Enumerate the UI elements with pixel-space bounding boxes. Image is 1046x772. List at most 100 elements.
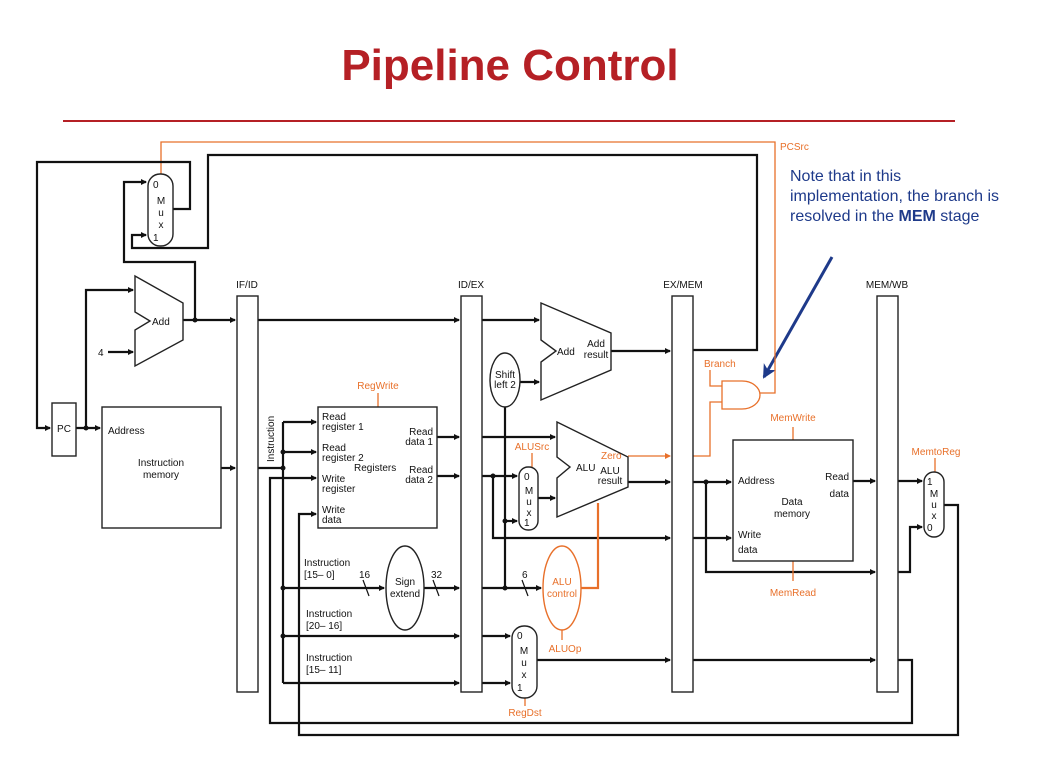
svg-text:[15– 0]: [15– 0] <box>304 570 335 581</box>
sign-extend-label: Sign <box>395 577 415 588</box>
alu-control-label: ALU <box>552 577 571 588</box>
svg-text:Write: Write <box>322 474 346 485</box>
svg-text:memory: memory <box>774 509 810 520</box>
svg-text:register 2: register 2 <box>322 453 364 464</box>
svg-text:register 1: register 1 <box>322 422 364 433</box>
constant-four: 4 <box>98 348 104 359</box>
pc-label: PC <box>57 424 71 435</box>
svg-text:0: 0 <box>524 472 530 483</box>
svg-text:16: 16 <box>359 570 371 581</box>
svg-text:M: M <box>930 489 938 500</box>
svg-text:data: data <box>738 545 758 556</box>
imem-label: memory <box>143 470 179 481</box>
id-ex-label: ID/EX <box>458 280 484 291</box>
svg-text:[20– 16]: [20– 16] <box>306 621 342 632</box>
shift-left-2 <box>489 352 521 408</box>
note-line: implementation, the branch is <box>790 188 999 205</box>
pc-mux: 0 M u x 1 <box>147 173 174 247</box>
regdst-mux: 0 M u x 1 <box>511 625 538 699</box>
alu-control-label: control <box>547 589 577 600</box>
data-memory <box>732 439 854 562</box>
svg-text:x: x <box>932 511 937 522</box>
ex-mem-label: EX/MEM <box>663 280 702 291</box>
svg-text:register: register <box>322 484 356 495</box>
memwrite-label: MemWrite <box>770 413 816 424</box>
svg-text:u: u <box>526 497 532 508</box>
svg-text:0: 0 <box>517 631 523 642</box>
regwrite-label: RegWrite <box>357 381 399 392</box>
pc-adder <box>134 274 184 368</box>
annotation-note: Note that in this implementation, the br… <box>790 168 999 225</box>
svg-text:Read: Read <box>409 427 433 438</box>
svg-text:x: x <box>159 220 164 231</box>
pc-adder-label: Add <box>152 317 170 328</box>
branch-and-gate <box>721 380 761 410</box>
memread-label: MemRead <box>770 588 816 599</box>
alu-label: ALU <box>576 463 595 474</box>
svg-text:0: 0 <box>153 180 159 191</box>
svg-text:Instruction: Instruction <box>304 558 350 569</box>
alu-result-label: result <box>598 476 623 487</box>
svg-text:0: 0 <box>927 523 933 534</box>
shift-label: left 2 <box>494 380 516 391</box>
alusrc-mux: 0 M u x 1 <box>518 466 539 531</box>
svg-text:M: M <box>157 196 165 207</box>
if-id-register <box>236 295 259 693</box>
svg-text:1: 1 <box>927 477 933 488</box>
svg-text:x: x <box>527 508 532 519</box>
branch-adder-label: Add <box>557 347 575 358</box>
svg-text:Write: Write <box>738 530 762 541</box>
instruction-field-labels: Instruction[15– 0] Instruction[20– 16] I… <box>304 558 528 676</box>
svg-text:x: x <box>522 670 527 681</box>
svg-text:1: 1 <box>524 518 530 529</box>
sign-extend-label: extend <box>390 589 420 600</box>
svg-text:Data: Data <box>781 497 803 508</box>
if-id-label: IF/ID <box>236 280 258 291</box>
svg-text:u: u <box>158 208 164 219</box>
aluop-label: ALUOp <box>549 644 582 655</box>
pc-register <box>51 402 77 457</box>
svg-text:Address: Address <box>738 476 775 487</box>
add-result-label: result <box>584 350 609 361</box>
svg-text:M: M <box>525 486 533 497</box>
svg-text:Instruction: Instruction <box>306 653 352 664</box>
alu-result-label: ALU <box>600 466 619 477</box>
annotation-arrow <box>762 256 834 379</box>
svg-text:data: data <box>322 515 342 526</box>
mem-wb-register <box>876 295 899 693</box>
mem-wb-label: MEM/WB <box>866 280 909 291</box>
wires <box>35 141 960 737</box>
imem-label: Instruction <box>138 458 184 469</box>
instruction-bus-label: Instruction <box>266 416 277 462</box>
page-title: Pipeline Control <box>341 41 678 90</box>
ex-mem-register <box>671 295 694 693</box>
svg-text:Write: Write <box>322 505 346 516</box>
note-line: Note that in this <box>790 168 901 185</box>
imem-address-label: Address <box>108 426 145 437</box>
svg-text:data 1: data 1 <box>405 437 433 448</box>
svg-text:u: u <box>931 500 937 511</box>
svg-text:6: 6 <box>522 570 528 581</box>
data-memory-labels: Address Read data Data memory Write data <box>738 472 849 556</box>
svg-text:1: 1 <box>517 683 523 694</box>
svg-text:data: data <box>830 489 850 500</box>
svg-text:Registers: Registers <box>354 463 396 474</box>
svg-text:32: 32 <box>431 570 443 581</box>
regdst-label: RegDst <box>508 708 542 719</box>
svg-text:M: M <box>520 646 528 657</box>
memtoreg-label: MemtoReg <box>912 447 961 458</box>
add-result-label: Add <box>587 339 605 350</box>
svg-text:data 2: data 2 <box>405 475 433 486</box>
zero-label: Zero <box>601 451 622 462</box>
svg-text:Instruction: Instruction <box>306 609 352 620</box>
shift-label: Shift <box>495 370 515 381</box>
sign-extend <box>385 545 425 631</box>
svg-text:[15– 11]: [15– 11] <box>306 665 342 676</box>
svg-text:1: 1 <box>153 233 159 244</box>
memtoreg-mux: 1 M u x 0 <box>923 471 945 538</box>
alu-control <box>542 545 582 631</box>
svg-text:Read: Read <box>409 465 433 476</box>
